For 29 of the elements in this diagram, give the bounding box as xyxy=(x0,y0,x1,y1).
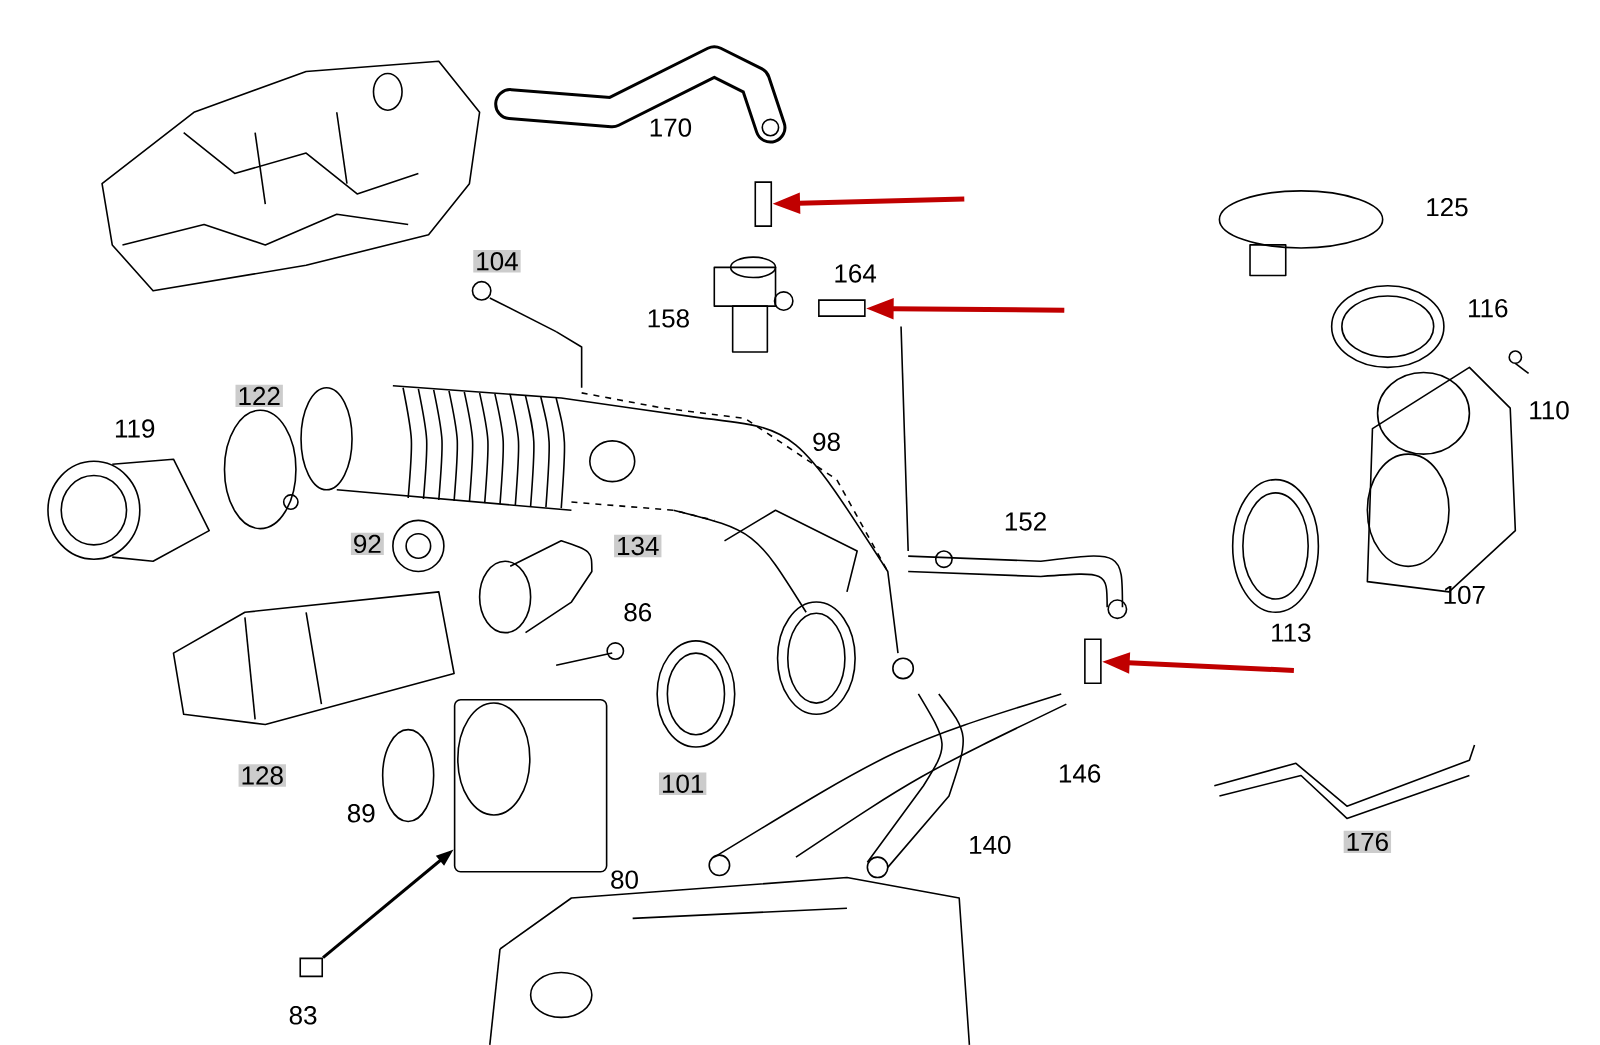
callout-number: 146 xyxy=(1059,764,1101,783)
part-drawing xyxy=(1084,638,1102,685)
callout-number: 86 xyxy=(624,603,652,622)
callout-number: 170 xyxy=(650,118,692,137)
callout-number: 140 xyxy=(970,835,1011,855)
callout-number: 119 xyxy=(115,419,155,438)
callout-number: 80 xyxy=(611,870,638,889)
callout-number: 92 xyxy=(350,532,384,556)
callout-number: 122 xyxy=(235,384,283,408)
callout-number: 152 xyxy=(1005,512,1046,531)
part-drawing xyxy=(299,957,324,978)
part-drawing xyxy=(754,181,773,227)
callout-number: 89 xyxy=(347,804,375,823)
callout-number: 101 xyxy=(658,772,707,795)
callout-number: 110 xyxy=(1530,401,1569,420)
callout-number: 83 xyxy=(289,1006,317,1025)
part-drawing xyxy=(453,699,608,873)
part-drawing xyxy=(818,299,866,318)
callout-number: 116 xyxy=(1469,299,1508,318)
callout-number: 176 xyxy=(1343,830,1392,854)
callout-number: 128 xyxy=(238,764,286,787)
callout-number: 158 xyxy=(648,309,689,328)
callout-number: 125 xyxy=(1427,198,1468,217)
callout-number: 107 xyxy=(1444,585,1485,605)
callout-number: 113 xyxy=(1272,623,1311,642)
callout-number: 104 xyxy=(473,250,521,273)
callout-number: 98 xyxy=(813,432,840,452)
callout-number: 134 xyxy=(614,534,662,558)
callout-number: 164 xyxy=(835,264,877,283)
